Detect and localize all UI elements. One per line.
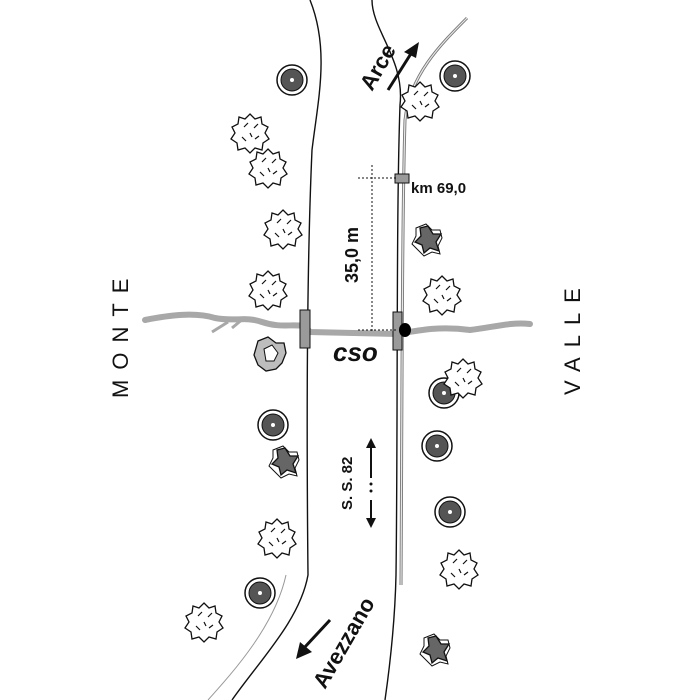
tree-icon <box>253 336 287 372</box>
direction-label-north: Arce <box>355 40 401 95</box>
site-label: cso <box>333 337 378 367</box>
round-tree-icon <box>276 64 308 96</box>
verge-line <box>207 574 287 700</box>
tree-icon <box>411 223 443 257</box>
arrow-south-icon <box>302 618 332 650</box>
tree-icon <box>419 633 451 667</box>
tree-icon <box>230 113 270 154</box>
tree-icon <box>184 602 224 643</box>
side-label-right: VALLE <box>560 278 585 395</box>
round-tree-icon <box>421 430 453 462</box>
outlet-marker-icon <box>399 323 411 337</box>
tree-icon <box>422 275 462 316</box>
tree-icon <box>439 549 479 590</box>
round-tree-icon <box>439 60 471 92</box>
tree-icon <box>263 209 303 250</box>
tree-icon <box>248 270 288 311</box>
road-name-label: S. S. 82 <box>339 457 356 510</box>
round-tree-icon <box>244 577 276 609</box>
arrow-north-icon <box>386 51 414 91</box>
tree-icon <box>248 148 288 189</box>
side-label-left: MONTE <box>108 269 133 398</box>
stream <box>142 311 533 338</box>
kilometre-label: km 69,0 <box>411 180 466 197</box>
culvert-upstream <box>299 309 311 349</box>
direction-label-south: Avezzano <box>308 593 380 693</box>
round-tree-icon <box>434 496 466 528</box>
round-tree-icon <box>257 409 289 441</box>
distance-label: 35,0 m <box>342 227 362 283</box>
km-marker <box>394 173 410 184</box>
tree-icon <box>257 518 297 559</box>
tree-icon <box>268 445 300 479</box>
